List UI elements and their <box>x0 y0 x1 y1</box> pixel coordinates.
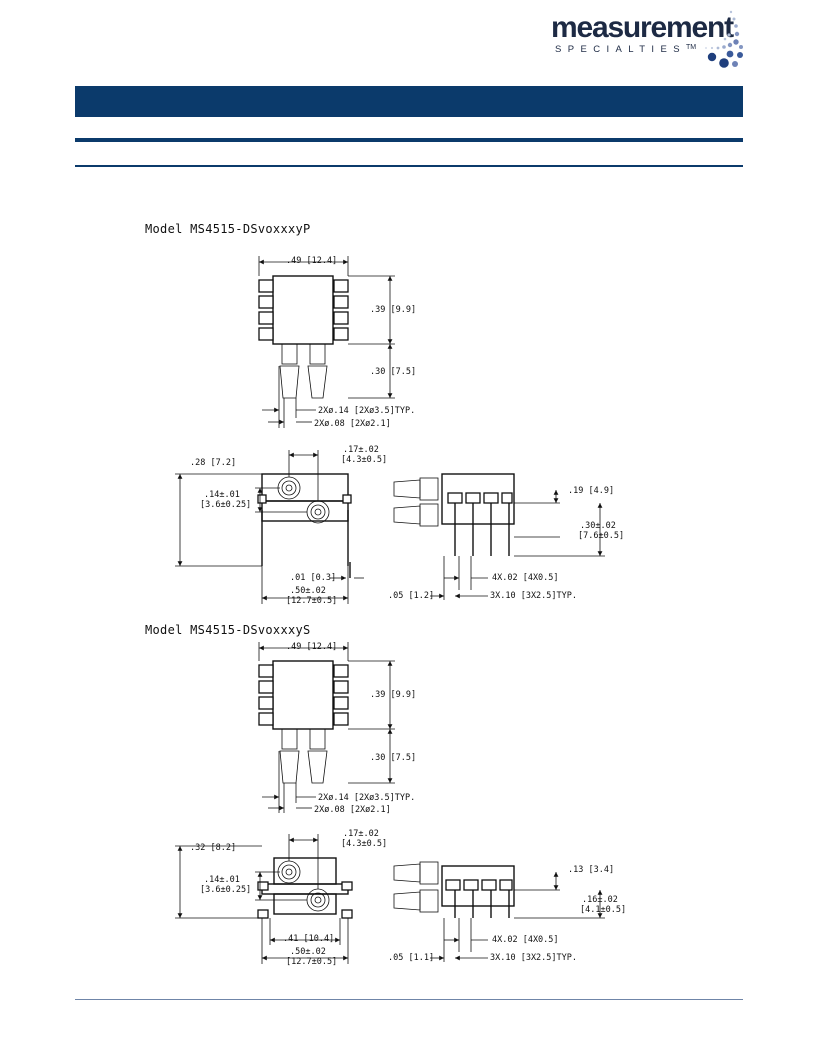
p-dim-lead-width: 4X.02 [4X0.5] <box>492 573 559 583</box>
model-p-top-view <box>258 256 395 428</box>
p-dim-lead-span: .50±.02 <box>290 586 326 596</box>
p-dim-port-offset-mm: [4.3±0.5] <box>341 455 387 465</box>
s-dim-pitch: 3X.10 [3X2.5]TYP. <box>490 953 577 963</box>
s-dim-lead-edge: .05 [1.1] <box>388 953 434 963</box>
p-dim-port-length: .30 [7.5] <box>370 367 416 377</box>
model-s-title: Model MS4515-DSvoxxxyS <box>145 623 311 637</box>
p-dim-end-top: .19 [4.9] <box>568 486 614 496</box>
section-rule <box>75 165 743 167</box>
s-dim-end-lead-mm: [4.1±0.5] <box>580 905 626 915</box>
p-dim-height: .39 [9.9] <box>370 305 416 315</box>
s-dim-port-spacing-mm: [3.6±0.25] <box>200 885 251 895</box>
p-dim-port-id: 2Xø.08 [2Xø2.1] <box>314 419 391 429</box>
s-dim-port-spacing: .14±.01 <box>204 875 240 885</box>
s-dim-body-width: .41 [10.4] <box>283 934 334 944</box>
model-s-end-view <box>393 861 605 962</box>
p-dim-port-offset: .17±.02 <box>343 445 379 455</box>
p-dim-pitch: 3X.10 [3X2.5]TYP. <box>490 591 577 601</box>
s-dim-lead-span-mm: [12.7±0.5] <box>286 957 337 967</box>
p-dim-port-spacing-mm: [3.6±0.25] <box>200 500 251 510</box>
s-dim-end-top: .13 [3.4] <box>568 865 614 875</box>
s-dim-height: .39 [9.9] <box>370 690 416 700</box>
model-p-end-view <box>393 473 605 600</box>
p-dim-port-od: 2Xø.14 [2Xø3.5]TYP. <box>318 406 415 416</box>
p-dim-end-lead-mm: [7.6±0.5] <box>578 531 624 541</box>
logo-subtitle: SPECIALTIESTM <box>555 44 696 55</box>
s-dim-port-offset: .17±.02 <box>343 829 379 839</box>
s-dim-lead-width: 4X.02 [4X0.5] <box>492 935 559 945</box>
logo-wordmark: measurement <box>551 11 734 44</box>
company-logo: measurement SPECIALTIESTM <box>548 8 748 72</box>
model-p-side-view <box>175 450 364 604</box>
logo-subtitle-text: SPECIALTIES <box>555 44 686 55</box>
model-s-top-view <box>258 642 395 813</box>
s-dim-width: .49 [12.4] <box>286 642 337 652</box>
s-dim-end-lead: .16±.02 <box>582 895 618 905</box>
p-dim-port-spacing: .14±.01 <box>204 490 240 500</box>
logo-trademark: TM <box>685 44 697 51</box>
header-rule <box>75 138 743 142</box>
p-dim-lead-thickness: .01 [0.3] <box>290 573 336 583</box>
s-dim-port-id: 2Xø.08 [2Xø2.1] <box>314 805 391 815</box>
s-dim-lead-span: .50±.02 <box>290 947 326 957</box>
p-dim-lead-span-mm: [12.7±0.5] <box>286 596 337 606</box>
s-dim-port-od: 2Xø.14 [2Xø3.5]TYP. <box>318 793 415 803</box>
p-dim-width: .49 [12.4] <box>286 256 337 266</box>
model-p-title: Model MS4515-DSvoxxxyP <box>145 222 311 236</box>
s-dim-port-length: .30 [7.5] <box>370 753 416 763</box>
p-dim-lead-edge: .05 [1.2] <box>388 591 434 601</box>
s-dim-port-offset-mm: [4.3±0.5] <box>341 839 387 849</box>
header-banner <box>75 86 743 117</box>
p-dim-side-height: .28 [7.2] <box>190 458 236 468</box>
footer-rule <box>75 999 743 1000</box>
model-s-side-view <box>175 834 353 964</box>
logo-dots-icon <box>705 10 743 68</box>
s-dim-side-height: .32 [8.2] <box>190 843 236 853</box>
p-dim-end-lead: .30±.02 <box>580 521 616 531</box>
